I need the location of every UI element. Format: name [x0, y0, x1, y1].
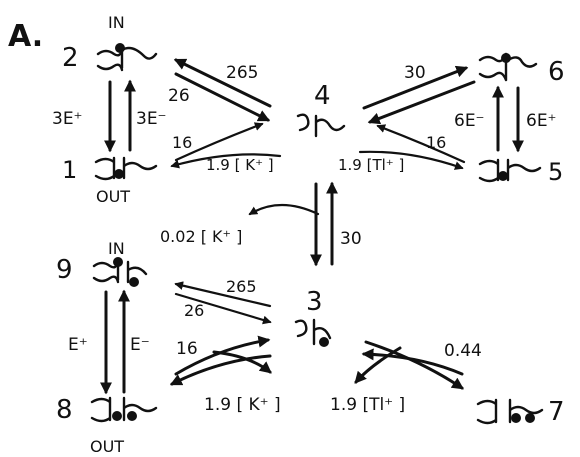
arrow-2-to-4 — [174, 72, 271, 122]
rate-4-to-1: 1.9 [ K⁺ ] — [206, 156, 274, 174]
rate-2-1: 3E⁻ — [136, 109, 167, 129]
rate-1-to-4: 16 — [172, 133, 192, 152]
rate-6-5: 6E⁻ — [454, 111, 485, 131]
state-3-label: 3 — [306, 287, 323, 317]
state-6-membrane-icon — [478, 52, 538, 82]
out-label-bottom: OUT — [90, 437, 124, 456]
arrow-4-to-6 — [362, 65, 469, 110]
in-label-bottom: IN — [108, 239, 125, 258]
rate-3-to-7: 1.9 [Tl⁺ ] — [330, 395, 405, 415]
arrow-9-to-3 — [174, 292, 272, 325]
rate-3-to-9: 26 — [184, 301, 204, 320]
arrow-6-to-4 — [367, 80, 476, 125]
rate-3-to-8: 1.9 [ K⁺ ] — [204, 395, 281, 415]
rate-5-to-4: 16 — [426, 133, 446, 152]
state-8-membrane-icon — [90, 396, 158, 423]
state-2-label: 2 — [62, 43, 79, 73]
arrow-3-to-9 — [174, 281, 272, 308]
arrow-3-to-7 — [364, 340, 464, 390]
arrow-4-to-5 — [358, 150, 464, 170]
arrow-k-release — [248, 204, 320, 216]
rate-9-8: E⁻ — [130, 335, 150, 355]
rate-8-9: E⁺ — [68, 335, 88, 355]
arrow-4-to-2 — [173, 58, 272, 108]
state-2-membrane-icon — [96, 43, 158, 72]
rate-8-to-3: 16 — [176, 339, 198, 359]
rate-7-to-3: 0.44 — [444, 341, 482, 361]
arrow-7-to-3 — [361, 348, 464, 376]
rate-9-to-3: 265 — [226, 277, 257, 296]
arrow-3-to-8 — [169, 354, 272, 386]
state-1-label: 1 — [62, 156, 77, 184]
state-7-membrane-icon — [476, 398, 544, 425]
state-6-label: 6 — [548, 57, 565, 87]
arrow-1-to-4 — [174, 122, 264, 162]
rate-4-to-2: 26 — [168, 86, 190, 106]
arrow-3-to-8-curve — [212, 350, 272, 374]
rate-1-2: 3E⁺ — [52, 109, 83, 129]
state-9-membrane-icon — [92, 257, 148, 287]
panel-label: A. — [8, 19, 43, 54]
state-8-label: 8 — [56, 395, 73, 425]
state-5-membrane-icon — [478, 158, 542, 183]
arrow-4-to-1 — [170, 153, 282, 169]
rate-6-to-4: 30 — [404, 63, 426, 83]
rate-2-to-4: 265 — [226, 63, 258, 83]
state-4-label: 4 — [314, 81, 331, 111]
state-5-label: 5 — [548, 158, 563, 186]
arrow-5-to-4 — [376, 124, 466, 164]
out-label-top: OUT — [96, 187, 130, 206]
state-4-membrane-icon — [296, 113, 346, 138]
state-7-label: 7 — [548, 397, 565, 427]
state-3-membrane-icon — [294, 318, 332, 347]
state-1-membrane-icon — [94, 156, 158, 181]
rate-4-3: 30 — [340, 229, 362, 249]
rate-3-4: 0.02 [ K⁺ ] — [160, 227, 242, 246]
arrow-7-to-3-curve — [354, 346, 402, 384]
in-label-top: IN — [108, 13, 125, 32]
rate-4-to-5: 1.9 [Tl⁺ ] — [338, 156, 404, 174]
rate-5-6: 6E⁺ — [526, 111, 557, 131]
state-9-label: 9 — [56, 255, 73, 285]
